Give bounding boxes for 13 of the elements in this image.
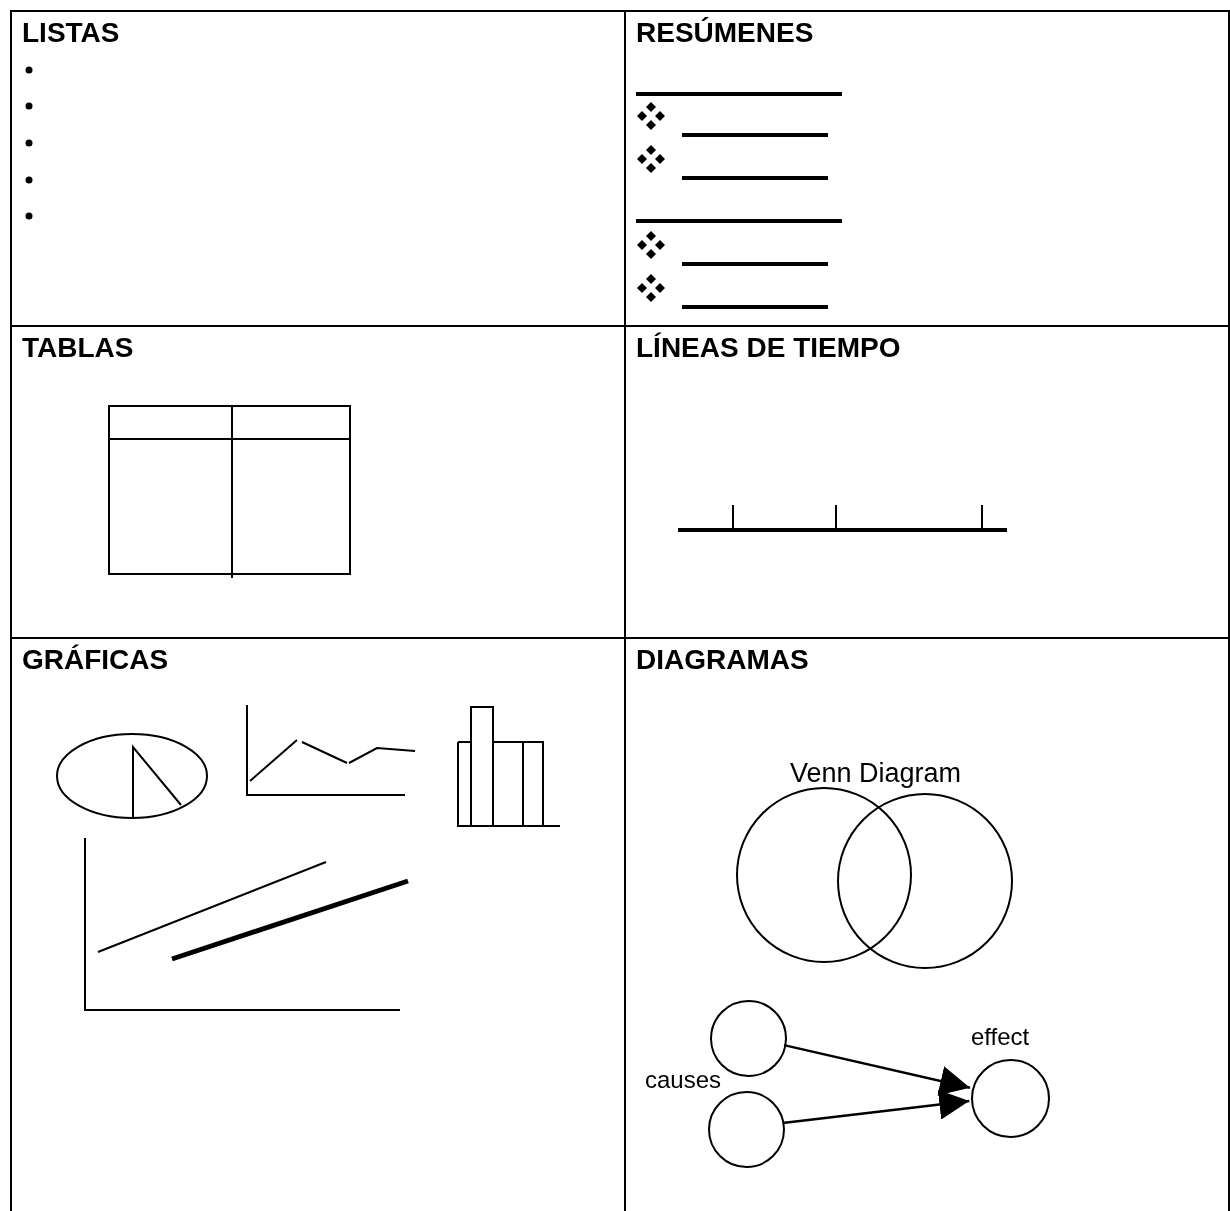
section-panel (624, 10, 1230, 327)
section-panel (10, 10, 626, 327)
arrow (782, 1089, 970, 1125)
section-heading: LÍNEAS DE TIEMPO (636, 332, 901, 364)
diagram-label: causes (645, 1066, 722, 1094)
section-heading: DIAGRAMAS (636, 644, 809, 676)
section-heading: RESÚMENES (636, 17, 814, 49)
section-heading: GRÁFICAS (22, 644, 169, 676)
diagram-label: Venn Diagram (790, 758, 962, 789)
section-heading: LISTAS (22, 17, 120, 49)
section-heading: TABLAS (22, 332, 134, 364)
node-caption: effect (971, 1023, 1030, 1051)
arrow (783, 1043, 971, 1096)
